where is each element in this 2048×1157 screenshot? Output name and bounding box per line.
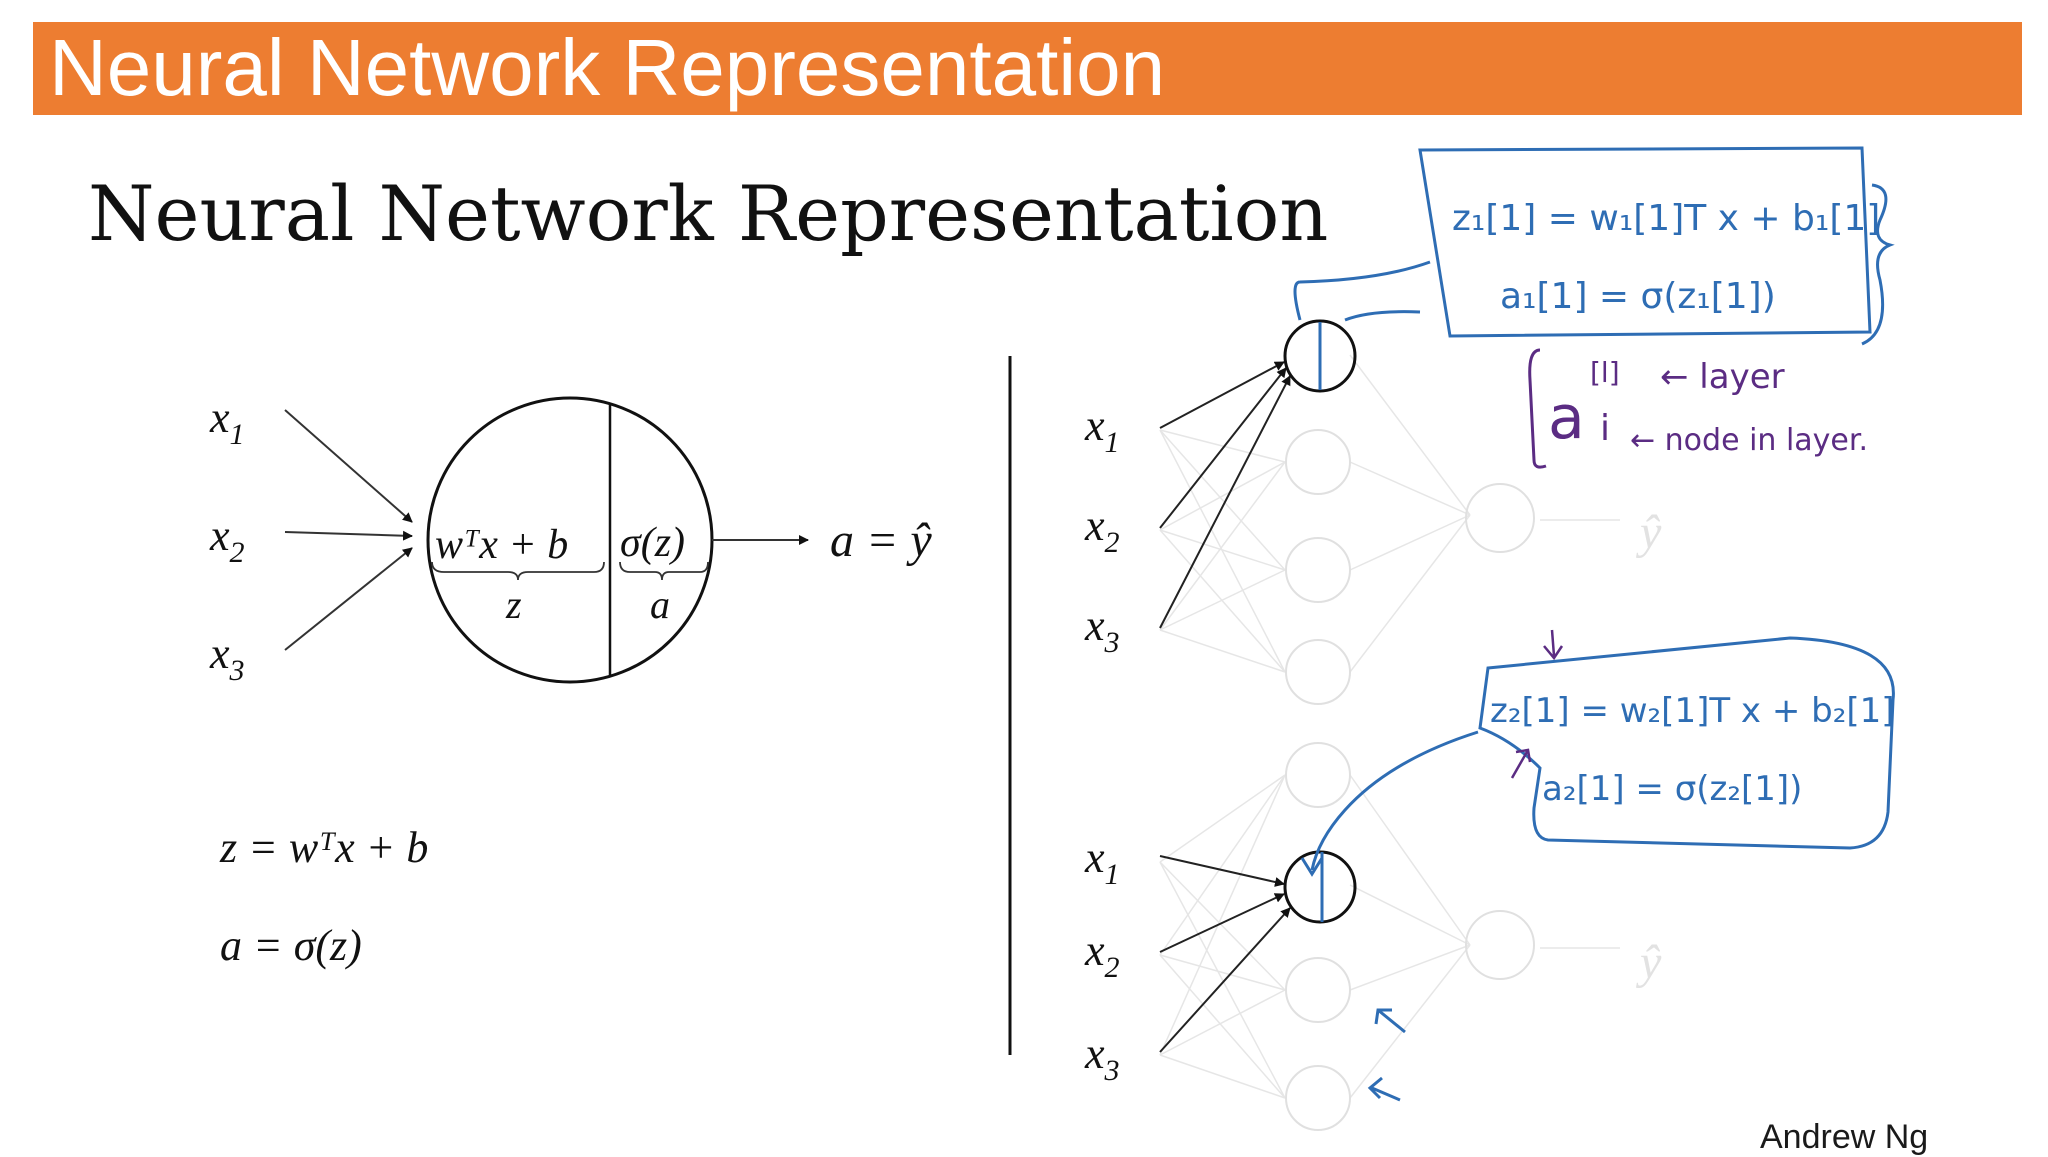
legend-superscript: [l] bbox=[1590, 356, 1620, 389]
brace-a bbox=[619, 561, 709, 581]
legend-node-note: ← node in layer. bbox=[1630, 423, 1868, 458]
top-network: ŷ x1 x2 x3 bbox=[1084, 319, 1662, 705]
slide-heading: Neural Network Representation bbox=[88, 169, 1328, 258]
note-top-line2: a₁[1] = σ(z₁[1]) bbox=[1500, 276, 1776, 317]
author-footer: Andrew Ng bbox=[1760, 1118, 1929, 1156]
top-faded-yhat: ŷ bbox=[1635, 506, 1662, 559]
top-input-x2: x2 bbox=[1084, 501, 1120, 559]
edge-x2-neuron bbox=[284, 530, 413, 541]
bottom-input-x2: x2 bbox=[1084, 926, 1120, 984]
top-hidden-node-3 bbox=[1285, 537, 1351, 603]
bottom-input-x1: x1 bbox=[1084, 833, 1120, 891]
brace-a-label: a bbox=[650, 582, 670, 627]
bottom-hidden-node-3 bbox=[1285, 957, 1351, 1023]
brace-z-label: z bbox=[505, 582, 522, 627]
top-hidden-node-4 bbox=[1285, 639, 1351, 705]
banner-title: Neural Network Representation bbox=[49, 23, 1166, 112]
note-top-line1: z₁[1] = w₁[1]T x + b₁[1] bbox=[1452, 198, 1880, 239]
top-hidden-node-2 bbox=[1285, 429, 1351, 495]
bottom-hidden-node-1 bbox=[1285, 742, 1351, 808]
neuron-linear-part: wᵀx + b bbox=[435, 522, 568, 568]
top-faded-edges bbox=[1159, 354, 1620, 673]
bottom-hidden-node-4 bbox=[1285, 1065, 1351, 1131]
title-banner: Neural Network Representation bbox=[33, 22, 2022, 115]
bottom-edge-x3-node2 bbox=[1159, 907, 1291, 1053]
legend-symbol: a bbox=[1548, 383, 1585, 453]
top-edge-x3-node1 bbox=[1159, 375, 1291, 629]
top-output-node bbox=[1465, 483, 1535, 553]
bottom-hidden-node-2 bbox=[1283, 850, 1357, 924]
edge-x3-neuron bbox=[284, 547, 413, 651]
input-x1: x1 bbox=[209, 393, 245, 451]
bottom-network: ŷ x1 x2 x3 bbox=[1084, 742, 1662, 1131]
bottom-input-x3: x3 bbox=[1084, 1029, 1120, 1087]
top-input-x1: x1 bbox=[1084, 401, 1120, 459]
bottom-edge-x1-node2 bbox=[1159, 855, 1285, 887]
single-neuron-diagram: x1 x2 x3 wᵀx + b σ(z) z a a = ŷ z = wᵀx … bbox=[209, 393, 932, 970]
brace-z bbox=[431, 561, 605, 581]
notation-legend: a [l] i ← layer ← node in layer. bbox=[1528, 348, 1868, 469]
top-edge-x1-node1 bbox=[1159, 361, 1285, 429]
legend-subscript: i bbox=[1600, 408, 1610, 449]
note-bottom-box: z₂[1] = w₂[1]T x + b₂[1] a₂[1] = σ(z₂[1]… bbox=[1300, 629, 1895, 877]
equation-z: z = wᵀx + b bbox=[219, 823, 428, 872]
small-blue-arrows bbox=[1367, 1008, 1406, 1102]
output-label: a = ŷ bbox=[830, 514, 932, 567]
bottom-edge-x2-node2 bbox=[1159, 893, 1285, 953]
top-input-x3: x3 bbox=[1084, 601, 1120, 659]
bottom-faded-edges bbox=[1159, 774, 1620, 1099]
note-bottom-line2: a₂[1] = σ(z₂[1]) bbox=[1542, 769, 1802, 809]
legend-layer-note: ← layer bbox=[1660, 357, 1785, 397]
bottom-output-node bbox=[1465, 910, 1535, 980]
bottom-faded-yhat: ŷ bbox=[1635, 936, 1662, 989]
neuron-activation-part: σ(z) bbox=[620, 520, 685, 566]
edge-x1-neuron bbox=[284, 409, 413, 523]
note-top-box: z₁[1] = w₁[1]T x + b₁[1] a₁[1] = σ(z₁[1]… bbox=[1293, 146, 1895, 346]
input-x2: x2 bbox=[209, 511, 245, 569]
top-edge-x2-node1 bbox=[1159, 367, 1287, 529]
input-x3: x3 bbox=[209, 629, 245, 687]
note-bottom-line1: z₂[1] = w₂[1]T x + b₂[1] bbox=[1490, 691, 1895, 731]
top-hidden-node-1 bbox=[1283, 319, 1357, 393]
equation-a: a = σ(z) bbox=[220, 921, 362, 970]
